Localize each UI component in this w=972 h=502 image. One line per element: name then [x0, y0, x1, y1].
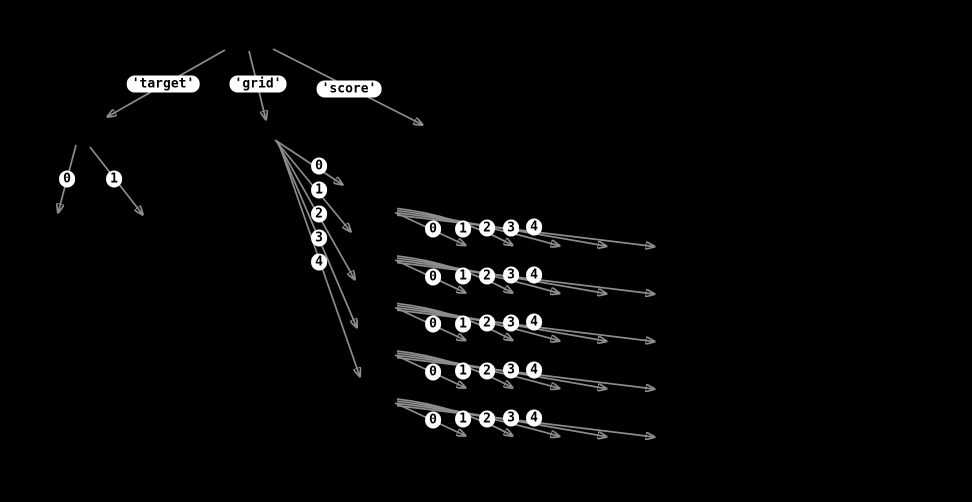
row-5-cell-label-3: 3 [503, 409, 519, 427]
edge-label-grid-index-3: 3 [311, 229, 327, 247]
row-1-cell-label-3: 3 [503, 219, 519, 237]
row-4-cell-label-1: 1 [455, 362, 471, 380]
edge-label-grid-index-2: 2 [311, 205, 327, 223]
row-4-cell-label-4: 4 [526, 361, 542, 379]
row-1-cell-label-0: 0 [425, 220, 441, 238]
edge-label-grid-index-1: 1 [311, 181, 327, 199]
row-5-cell-label-2: 2 [479, 410, 495, 428]
row-3-cell-label-4: 4 [526, 313, 542, 331]
row-4-cell-label-2: 2 [479, 362, 495, 380]
edge-label-score-key: 'score' [316, 80, 382, 98]
edge-label-grid-index-0: 0 [311, 157, 327, 175]
edge-grid-row-0 [274, 139, 343, 185]
row-3-cell-label-1: 1 [455, 315, 471, 333]
edge-label-grid-index-4: 4 [311, 253, 327, 271]
edge-label-grid-key: 'grid' [229, 75, 287, 93]
row-1-cell-label-1: 1 [455, 220, 471, 238]
row-5-cell-label-4: 4 [526, 409, 542, 427]
row-5-cell-label-1: 1 [455, 410, 471, 428]
row-2-cell-label-1: 1 [455, 267, 471, 285]
row-4-cell-label-0: 0 [425, 363, 441, 381]
row-3-cell-label-3: 3 [503, 314, 519, 332]
row-5-cell-label-0: 0 [425, 411, 441, 429]
row-3-cell-label-2: 2 [479, 314, 495, 332]
row-1-cell-label-4: 4 [526, 218, 542, 236]
row-4-cell-label-3: 3 [503, 361, 519, 379]
edge-label-target-index-1: 1 [106, 170, 122, 188]
edge-label-target-key: 'target' [126, 75, 200, 93]
row-2-cell-label-0: 0 [425, 268, 441, 286]
edge-label-target-index-0: 0 [59, 170, 75, 188]
row-2-cell-label-2: 2 [479, 267, 495, 285]
row-2-cell-label-4: 4 [526, 266, 542, 284]
row-2-cell-label-3: 3 [503, 266, 519, 284]
row-1-cell-label-2: 2 [479, 219, 495, 237]
row-3-cell-label-0: 0 [425, 315, 441, 333]
